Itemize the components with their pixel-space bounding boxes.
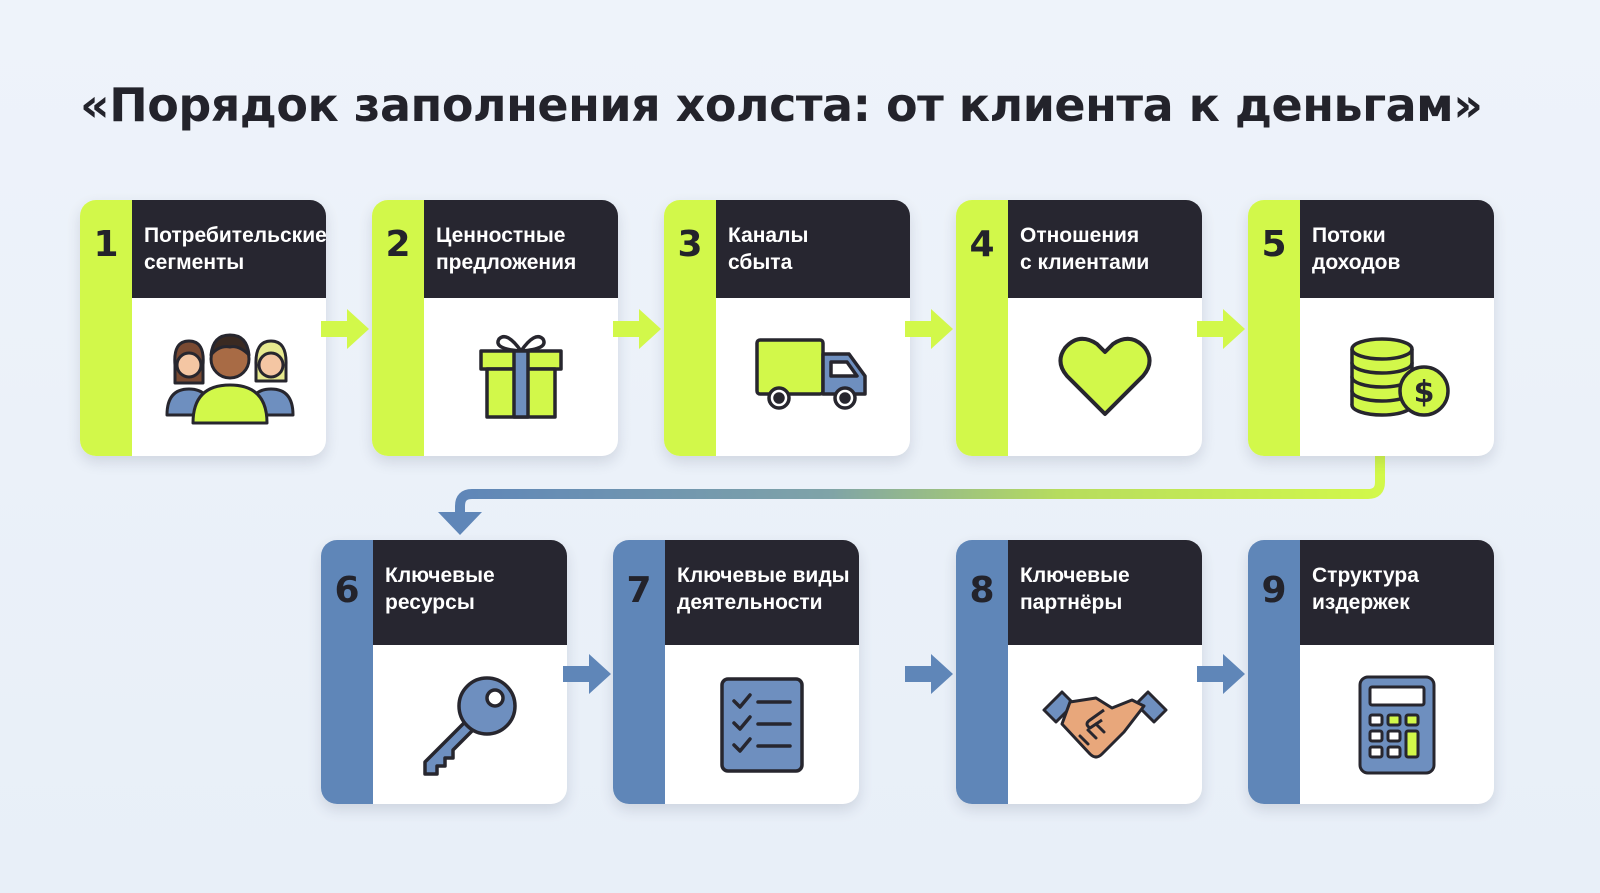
step-card-2: 2 Ценностные предложения bbox=[372, 200, 618, 456]
step-number: 9 bbox=[1261, 570, 1287, 611]
diagram-title: «Порядок заполнения холста: от клиента к… bbox=[80, 78, 1483, 132]
step-title: Каналы сбыта bbox=[716, 200, 910, 298]
step-stripe bbox=[956, 540, 1008, 804]
step-title: Ключевые ресурсы bbox=[373, 540, 567, 645]
step-stripe bbox=[1248, 200, 1300, 456]
step-stripe bbox=[613, 540, 665, 804]
flow-arrow-3-4 bbox=[905, 309, 953, 349]
step-title: Отношения с клиентами bbox=[1008, 200, 1202, 298]
gift-icon bbox=[479, 335, 563, 419]
calculator-icon bbox=[1358, 675, 1436, 774]
step-stripe bbox=[956, 200, 1008, 456]
step-card-9: 9 Структура издержек bbox=[1248, 540, 1494, 804]
handshake-icon bbox=[1042, 690, 1168, 758]
checklist-icon bbox=[720, 676, 804, 773]
step-stripe bbox=[1248, 540, 1300, 804]
step-number: 8 bbox=[969, 570, 995, 611]
flow-arrow-8-9 bbox=[1197, 654, 1245, 694]
step-card-1: 1 Потребительские сегменты bbox=[80, 200, 326, 456]
flow-arrow-7-8 bbox=[905, 654, 953, 694]
people-group-icon bbox=[165, 333, 295, 425]
flow-arrow-1-2 bbox=[321, 309, 369, 349]
step-stripe bbox=[372, 200, 424, 456]
heart-icon bbox=[1058, 336, 1152, 416]
step-number: 1 bbox=[93, 224, 119, 265]
truck-icon bbox=[755, 338, 867, 410]
step-number: 3 bbox=[677, 224, 703, 265]
coins-dollar-icon: $ bbox=[1350, 337, 1450, 417]
step-number: 5 bbox=[1261, 224, 1287, 265]
step-number: 7 bbox=[626, 570, 652, 611]
step-stripe bbox=[321, 540, 373, 804]
step-title: Ценностные предложения bbox=[424, 200, 618, 298]
step-card-4: 4 Отношения с клиентами bbox=[956, 200, 1202, 456]
step-title: Ключевые партнёры bbox=[1008, 540, 1202, 645]
step-stripe bbox=[664, 200, 716, 456]
step-card-5: 5 Потоки доходов bbox=[1248, 200, 1494, 456]
step-title: Структура издержек bbox=[1300, 540, 1494, 645]
key-icon bbox=[423, 675, 517, 776]
flow-arrow-4-5 bbox=[1197, 309, 1245, 349]
step-title: Ключевые виды деятельности bbox=[665, 540, 859, 645]
step-card-3: 3 Каналы сбыта bbox=[664, 200, 910, 456]
step-card-7: 7 Ключевые виды деятельности bbox=[613, 540, 859, 804]
step-title: Потребительские сегменты bbox=[132, 200, 326, 298]
step-number: 2 bbox=[385, 224, 411, 265]
flow-arrow-6-7 bbox=[563, 654, 611, 694]
step-number: 6 bbox=[334, 570, 360, 611]
step-card-6: 6 Ключевые ресурсы bbox=[321, 540, 567, 804]
flow-arrow-2-3 bbox=[613, 309, 661, 349]
step-number: 4 bbox=[969, 224, 995, 265]
step-title: Потоки доходов bbox=[1300, 200, 1494, 298]
step-card-8: 8 Ключевые партнёры bbox=[956, 540, 1202, 804]
svg-text:$: $ bbox=[1414, 375, 1435, 410]
step-stripe bbox=[80, 200, 132, 456]
